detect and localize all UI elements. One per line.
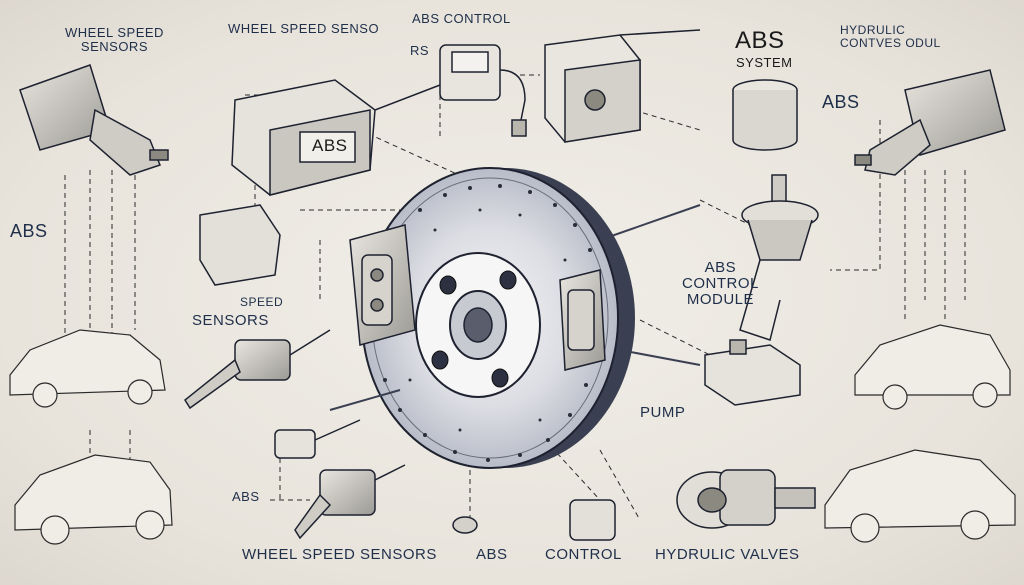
hydraulic-valve — [739, 174, 819, 341]
brake-disc — [361, 167, 635, 469]
label-speed: SPEED — [240, 295, 284, 309]
label-abs-block: ABS — [312, 136, 348, 155]
label-abs-left: ABS — [10, 221, 48, 241]
car-left-top — [9, 329, 166, 408]
cables — [329, 204, 701, 411]
caliper-left — [349, 224, 416, 346]
bracket-left — [199, 204, 281, 286]
pump-box — [704, 339, 801, 406]
label-hydraulic-valves: HYDRULIC VALVES — [655, 546, 800, 563]
sensor-left-middle — [184, 329, 331, 410]
label-wheel-speed-senso: WHEEL SPEED SENSO — [228, 21, 380, 36]
car-right-top — [854, 324, 1011, 410]
label-abs-system-title: ABS — [735, 27, 785, 54]
sensor-top-left — [19, 64, 169, 176]
plug-connector — [274, 419, 361, 459]
label-abs-control-top: ABS CONTROL — [412, 11, 511, 26]
label-abs-control-module: ABS CONTROL MODULE — [682, 259, 759, 308]
hydraulic-valves-assembly — [676, 469, 816, 529]
control-module-box — [544, 29, 701, 143]
label-abs-bottom: ABS — [476, 546, 508, 563]
abs-control-unit — [439, 44, 527, 137]
abs-system-canister — [732, 79, 798, 151]
label-abs-right: ABS — [822, 92, 860, 112]
label-pump: PUMP — [640, 404, 686, 421]
sensor-top-right — [854, 69, 1006, 176]
car-right-bottom — [824, 449, 1016, 543]
label-hydraulic-right: HYDRULIC CONTVES ODUL — [840, 23, 941, 50]
label-control-bottom: CONTROL — [545, 546, 622, 563]
label-wheel-speed-sensors-top-left: WHEEL SPEED SENSORS — [65, 25, 164, 54]
bottom-center-sensor — [452, 499, 616, 541]
label-sensors: SENSORS — [192, 312, 269, 329]
caliper-right — [559, 269, 606, 371]
car-left-bottom — [14, 454, 173, 545]
label-abs-bottom-left: ABS — [232, 489, 260, 504]
label-abs-system-sub: SYSTEM — [736, 55, 793, 70]
label-wheel-speed-sensors-bottom: WHEEL SPEED SENSORS — [242, 546, 437, 563]
abs-block — [231, 79, 441, 196]
sensor-bottom — [294, 464, 406, 540]
label-rs: RS — [410, 43, 430, 58]
